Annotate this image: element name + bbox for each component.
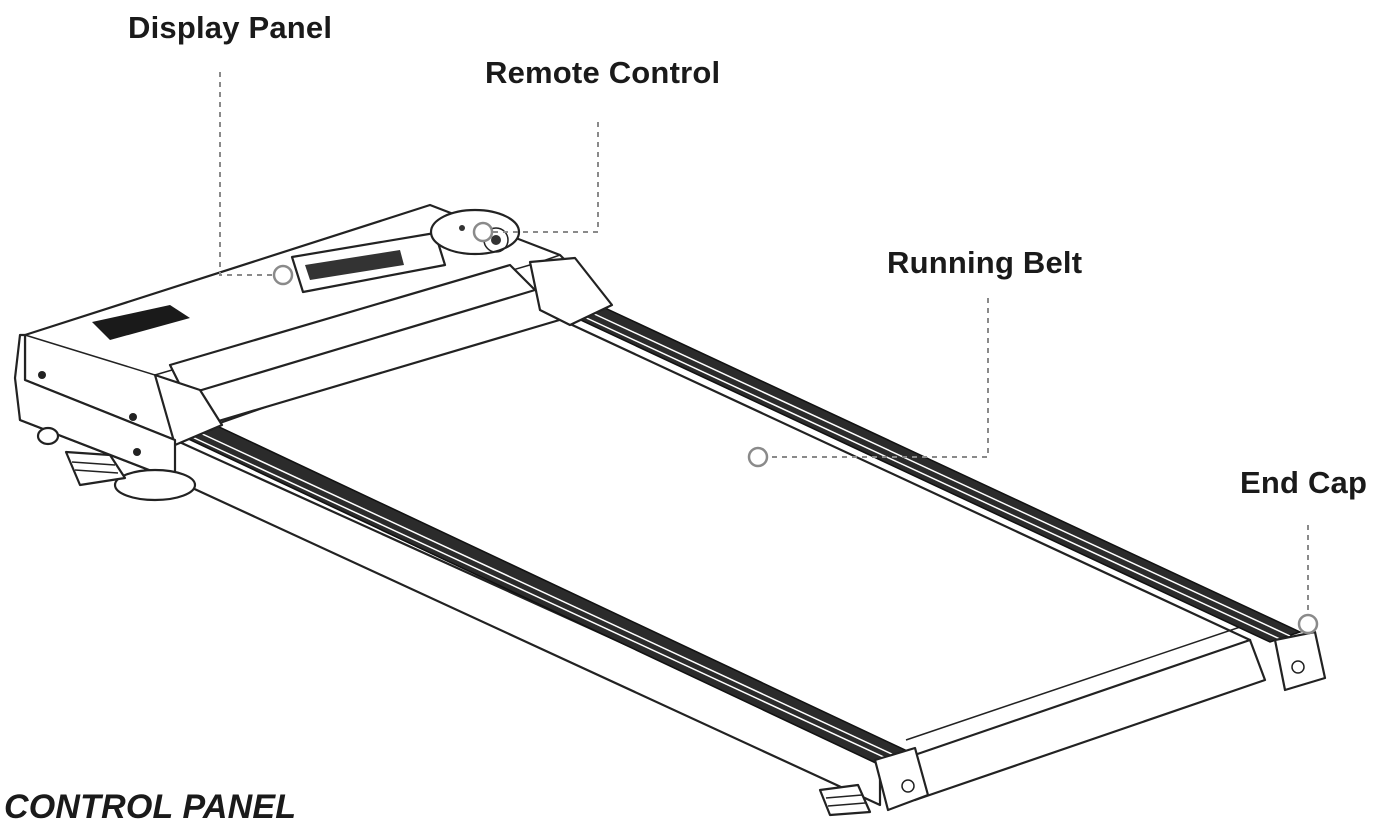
leader-display-panel [219, 72, 282, 276]
callout-dot-remote-control [472, 221, 494, 243]
front-wheel [36, 426, 197, 502]
end-cap-left [873, 746, 930, 812]
end-cap-label: End Cap [1240, 465, 1368, 500]
screw-icon [133, 448, 141, 456]
housing-front-face [13, 333, 177, 482]
running-belt-label: Running Belt [887, 245, 1083, 280]
housing-right-post [528, 256, 614, 327]
display-screen [305, 250, 404, 280]
vent-pad [92, 305, 190, 340]
screw-icon [129, 413, 137, 421]
section-title: CONTROL PANEL [4, 788, 297, 826]
leader-remote-control [485, 122, 599, 233]
end-cap-right [1273, 630, 1327, 692]
remote-control-label: Remote Control [485, 55, 721, 90]
screw-icon [38, 371, 46, 379]
callout-dot-display-panel [272, 264, 294, 286]
leader-running-belt [760, 298, 989, 458]
display-panel-label: Display Panel [128, 10, 333, 45]
callout-dot-running-belt [747, 446, 769, 468]
housing-left-post [153, 373, 224, 447]
callout-dot-end-cap [1297, 613, 1319, 635]
rear-foot [818, 783, 872, 817]
